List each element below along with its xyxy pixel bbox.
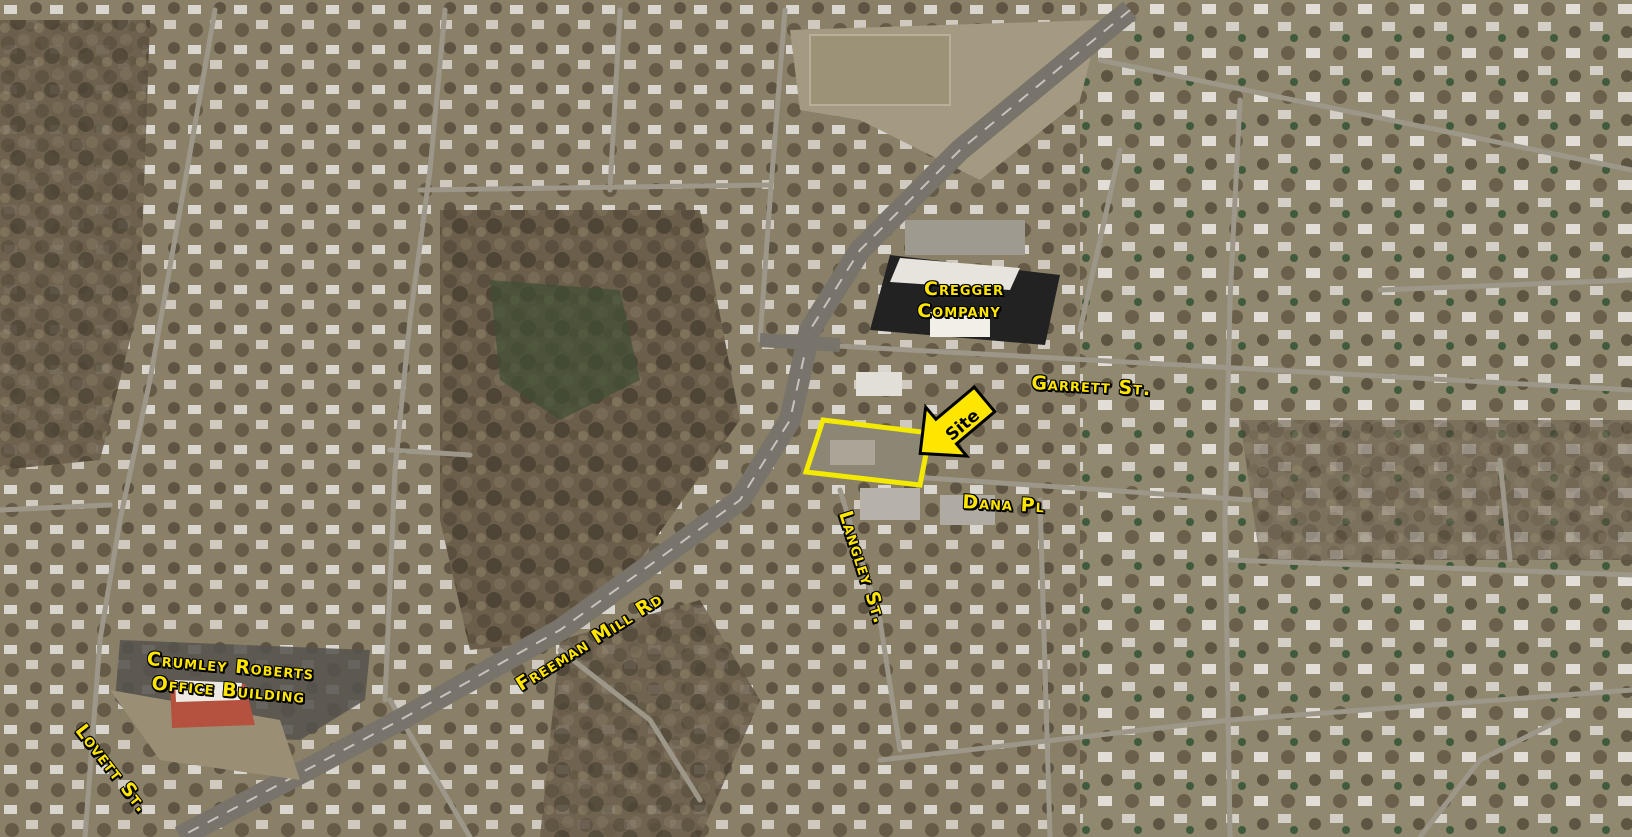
commercial-building bbox=[856, 372, 902, 396]
woods-left bbox=[0, 20, 150, 470]
cregger-company-building bbox=[870, 220, 1060, 345]
woods-right bbox=[1240, 420, 1632, 560]
cregger-label-line1: Cregger bbox=[924, 278, 1005, 300]
dana-place-label: Dana Pl bbox=[961, 491, 1046, 518]
crumley-roberts-building bbox=[170, 680, 255, 728]
cregger-company-label: Cregger Company bbox=[917, 278, 1005, 322]
cregger-label-line2: Company bbox=[917, 300, 1001, 322]
